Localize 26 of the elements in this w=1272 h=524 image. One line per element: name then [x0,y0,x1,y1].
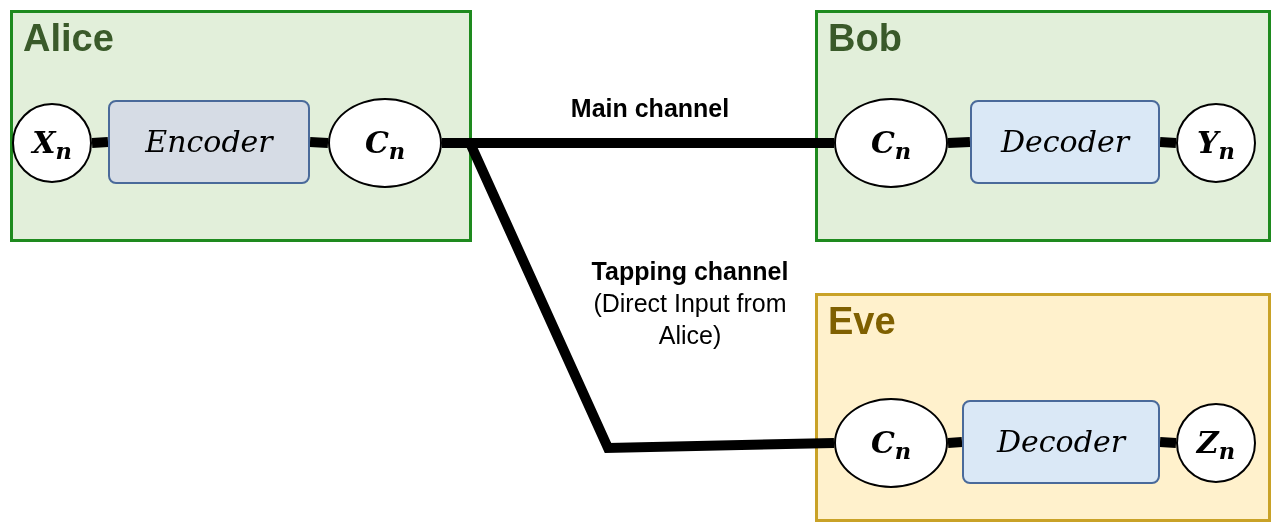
math-symbol: C$_{n}$ [870,128,912,158]
connector-line [91,137,109,148]
math-symbol: X$_{n}$ [32,128,72,158]
group-title: Eve [828,299,896,344]
connector-line [309,137,329,148]
group-title: Alice [23,16,114,61]
group-title: Bob [828,16,902,61]
group-box [815,10,1271,242]
math-symbol: Z$_{n}$ [1196,428,1236,458]
block-label: Decoder [1001,127,1129,157]
connector-line [947,137,971,148]
encoder-box [108,100,310,184]
block-label: Decoder [997,427,1125,457]
math-symbol: Y$_{n}$ [1197,128,1235,158]
connector-line [947,437,963,448]
group-box [815,293,1271,522]
connector-line [1159,137,1177,148]
group-box [10,10,472,242]
decoder-box [962,400,1160,484]
math-symbol: C$_{n}$ [870,428,912,458]
decoder-box [970,100,1160,184]
edge-label: Main channel [569,93,731,124]
edge-label: Tapping channel (Direct Input from Alice) [590,256,790,351]
connector-line [1159,437,1177,448]
block-label: Encoder [145,127,273,157]
math-symbol: C$_{n}$ [364,128,406,158]
